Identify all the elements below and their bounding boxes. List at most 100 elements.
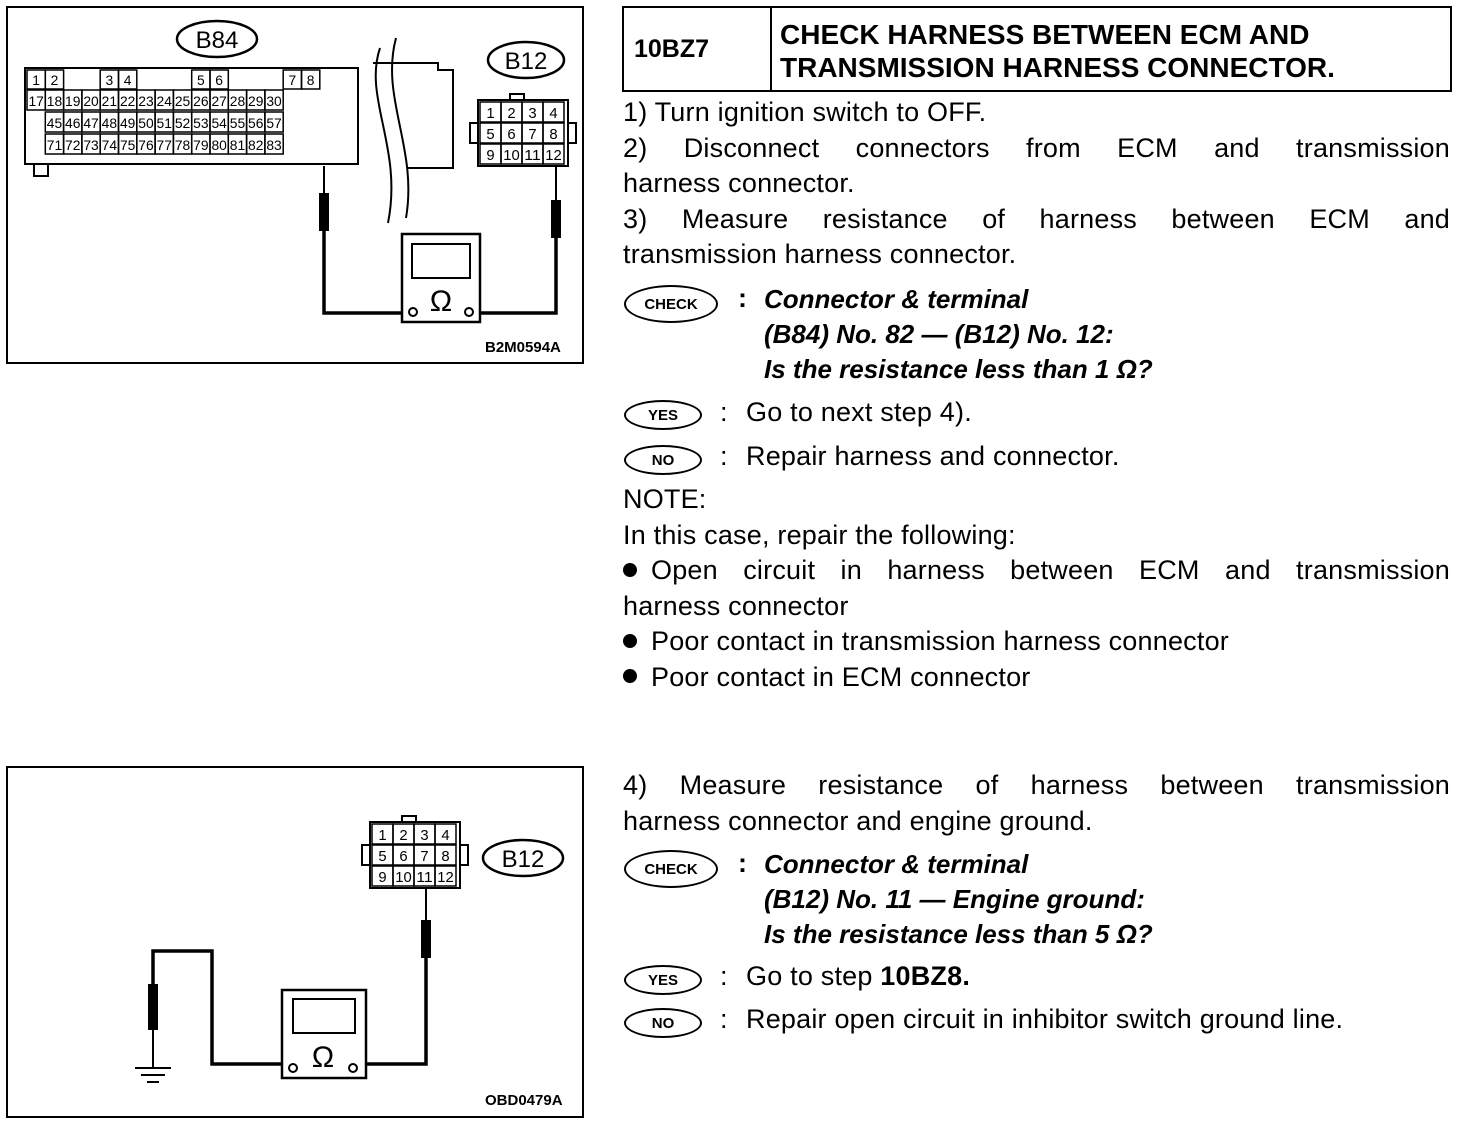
ground-symbol [135, 1067, 171, 1083]
no-text-1: Repair harness and connector. [746, 441, 1120, 471]
terminal-number: 57 [266, 115, 282, 131]
note-block: NOTE: In this case, repair the following… [623, 482, 1450, 695]
terminal-number: 81 [230, 137, 246, 153]
terminal-number: 12 [545, 147, 562, 164]
terminal-number: 2 [399, 827, 407, 844]
break-line-1 [374, 47, 393, 224]
note-bullet-2: Poor contact in transmission harness con… [623, 624, 1450, 660]
terminal-number: 1 [32, 72, 40, 88]
step-1: 1) Turn ignition switch to OFF. [623, 97, 987, 127]
step-title-line1: CHECK HARNESS BETWEEN ECM AND [780, 19, 1310, 50]
step-2-line2: harness connector. [623, 168, 855, 198]
terminal-number: 2 [51, 72, 59, 88]
yes-target-2[interactable]: 10BZ8. [880, 961, 971, 991]
terminal-cell [434, 865, 457, 887]
terminal-number: 8 [441, 848, 449, 865]
probe-left [319, 166, 404, 315]
b12-label: B12 [505, 48, 548, 75]
terminal-number: 5 [486, 126, 494, 143]
terminal-number: 55 [230, 115, 246, 131]
instructions-1: 1) Turn ignition switch to OFF. 2) Disco… [623, 95, 1450, 273]
b12-connector [469, 93, 577, 167]
terminal-cell [542, 122, 565, 144]
check-1-line2: (B84) No. 82 — (B12) No. 12: [764, 319, 1114, 349]
terminal-number: 20 [83, 93, 99, 109]
terminal-cell [209, 69, 230, 90]
terminal-number: 26 [193, 93, 209, 109]
terminal-number: 10 [503, 147, 520, 164]
instructions-2: 4) Measure resistance of harness between… [623, 768, 1450, 839]
terminal-number: 9 [486, 147, 494, 164]
terminal-number: 56 [248, 115, 264, 131]
terminal-number: 21 [102, 93, 118, 109]
terminal-number: 8 [307, 72, 315, 88]
terminal-number: 11 [524, 147, 541, 164]
terminal-number: 3 [106, 72, 114, 88]
b84-label: B84 [196, 27, 239, 54]
yes-badge-1: YES [624, 400, 702, 430]
terminal-number: 4 [124, 72, 132, 88]
terminal-number: 54 [211, 115, 227, 131]
yes-text-1: Go to next step 4). [746, 397, 972, 427]
terminal-number: 74 [102, 137, 118, 153]
terminal-number: 46 [65, 115, 81, 131]
no-colon-1: : [720, 441, 728, 471]
yes-text-2: Go to step 10BZ8. [746, 959, 970, 995]
terminal-cell [542, 101, 565, 123]
note-bullet-1-line2: harness connector [623, 590, 849, 621]
step-title: CHECK HARNESS BETWEEN ECM AND TRANSMISSI… [772, 8, 1450, 90]
check-badge-1: CHECK [624, 285, 718, 323]
terminal-number: 1 [486, 105, 494, 122]
terminal-cell [117, 69, 138, 90]
b84-connector [24, 67, 359, 177]
terminal-number: 24 [157, 93, 173, 109]
check-2-line3: Is the resistance less than 5 Ω? [764, 919, 1153, 949]
yes-badge-2: YES [624, 965, 702, 995]
terminal-number: 27 [211, 93, 227, 109]
step-code: 10BZ7 [624, 8, 772, 90]
terminal-number: 52 [175, 115, 191, 131]
ohmmeter-1 [400, 232, 482, 324]
b12-connector-2 [361, 815, 469, 889]
terminal-number: 82 [248, 137, 264, 153]
terminal-number: 78 [175, 137, 191, 153]
b12-label-oval-2 [481, 838, 565, 878]
terminal-number: 18 [47, 93, 63, 109]
terminal-cell [300, 69, 321, 90]
terminal-number: 73 [83, 137, 99, 153]
terminal-number: 7 [528, 126, 536, 143]
step-2-line1: 2) Disconnect connectors from ECM and tr… [623, 132, 1450, 163]
terminal-number: 5 [378, 848, 386, 865]
terminal-number: 28 [230, 93, 246, 109]
note-label: NOTE: [623, 484, 707, 514]
terminal-number: 49 [120, 115, 136, 131]
terminal-number: 17 [28, 93, 44, 109]
terminal-number: 4 [549, 105, 557, 122]
step-3-line1: 3) Measure resistance of harness between… [623, 203, 1450, 234]
yes-colon-2: : [720, 961, 728, 991]
break-line-2 [391, 37, 410, 219]
probe-ground [148, 949, 288, 1068]
terminal-number: 50 [138, 115, 154, 131]
terminal-number: 11 [416, 869, 433, 886]
terminal-number: 22 [120, 93, 136, 109]
yes-colon-1: : [720, 397, 728, 427]
terminal-cell [264, 111, 284, 133]
figure-code-2: OBD0479A [485, 1092, 563, 1109]
terminal-number: 51 [157, 115, 173, 131]
check-colon-2: : [738, 848, 747, 878]
no-text-2: Repair open circuit in inhibitor switch … [746, 1004, 1344, 1034]
step-3-line2: transmission harness connector. [623, 239, 1017, 269]
terminal-number: 7 [289, 72, 297, 88]
terminal-number: 83 [266, 137, 282, 153]
terminal-cell [44, 69, 65, 90]
probe-right [478, 166, 561, 315]
terminal-number: 6 [399, 848, 407, 865]
b12-label-2: B12 [502, 846, 545, 873]
note-bullet-3: Poor contact in ECM connector [623, 660, 1450, 696]
step-4-line2: harness connector and engine ground. [623, 805, 1093, 836]
terminal-number: 79 [193, 137, 209, 153]
